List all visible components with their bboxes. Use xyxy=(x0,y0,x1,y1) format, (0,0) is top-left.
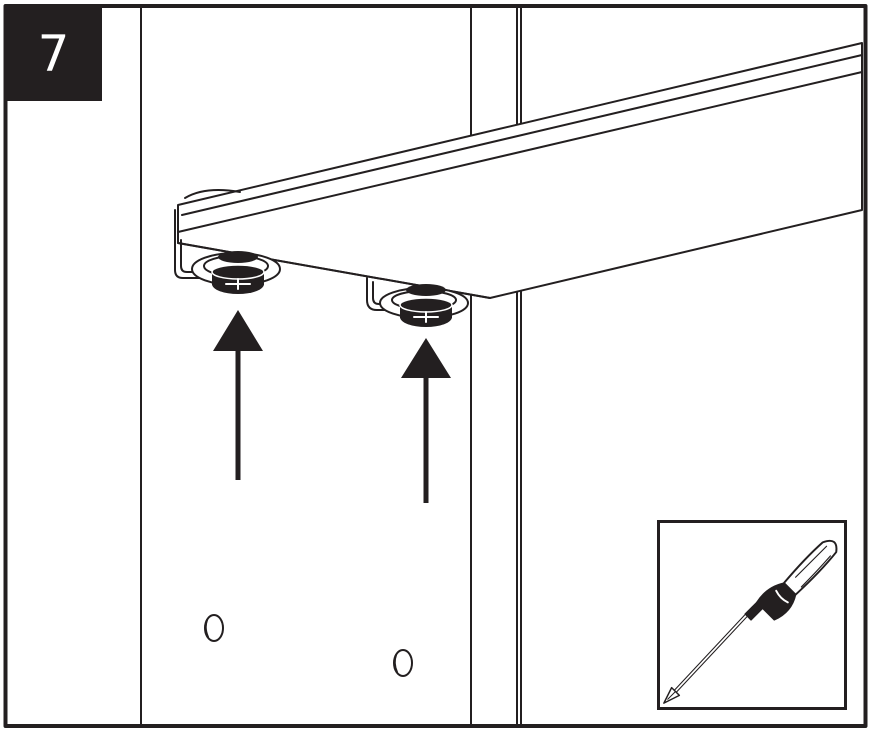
arrow-up-icon xyxy=(213,310,263,480)
tool-callout xyxy=(657,520,847,710)
outer-frame xyxy=(3,4,868,728)
shelf-pin-hole xyxy=(204,614,224,642)
step-number: 7 xyxy=(37,24,70,83)
step-number-badge: 7 xyxy=(5,6,102,101)
shelf-board xyxy=(177,42,863,299)
phillips-screwdriver-icon xyxy=(663,539,838,704)
arrow-up-icon xyxy=(401,338,451,503)
left-bracket-screw xyxy=(211,251,265,294)
shelf-pin-hole xyxy=(393,649,413,677)
right-bracket-screw xyxy=(399,284,453,327)
